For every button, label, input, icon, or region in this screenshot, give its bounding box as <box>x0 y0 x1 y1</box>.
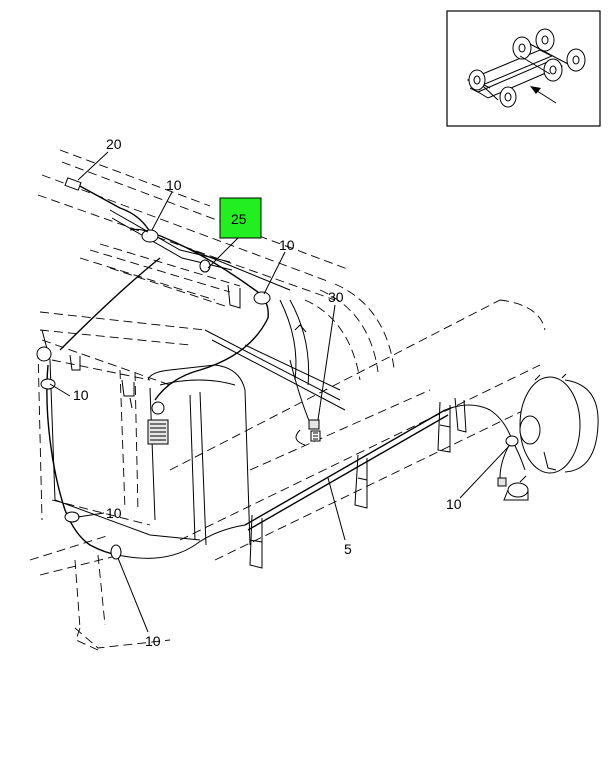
connector-20 <box>64 177 82 191</box>
mounting-brackets <box>109 209 346 411</box>
sensor-bracket <box>497 475 529 501</box>
callout-10-right: 10 <box>446 496 462 512</box>
chassis-outline <box>29 149 546 651</box>
harness-brackets <box>249 397 467 569</box>
brake-chamber <box>519 373 599 474</box>
leader-lines <box>49 151 511 633</box>
harness-clips <box>36 228 519 560</box>
callout-10-lower-left: 10 <box>106 505 122 521</box>
truck-chassis-locator-icon <box>466 28 586 108</box>
location-arrow-icon <box>530 86 557 104</box>
callout-25: 25 <box>231 211 247 227</box>
callout-30: 30 <box>328 289 344 305</box>
callout-10-top: 10 <box>166 177 182 193</box>
callout-20: 20 <box>106 136 122 152</box>
callout-10-upper-right: 10 <box>279 237 295 253</box>
callout-5: 5 <box>344 541 352 557</box>
locator-inset <box>446 10 601 127</box>
callout-10-bottom: 10 <box>145 633 161 649</box>
connector-30 <box>308 419 321 442</box>
callout-labels: 20 10 25 10 30 10 10 10 10 5 <box>73 136 462 649</box>
callout-25-highlight <box>219 197 262 239</box>
wiring-harness <box>46 184 526 559</box>
callout-10-left: 10 <box>73 387 89 403</box>
